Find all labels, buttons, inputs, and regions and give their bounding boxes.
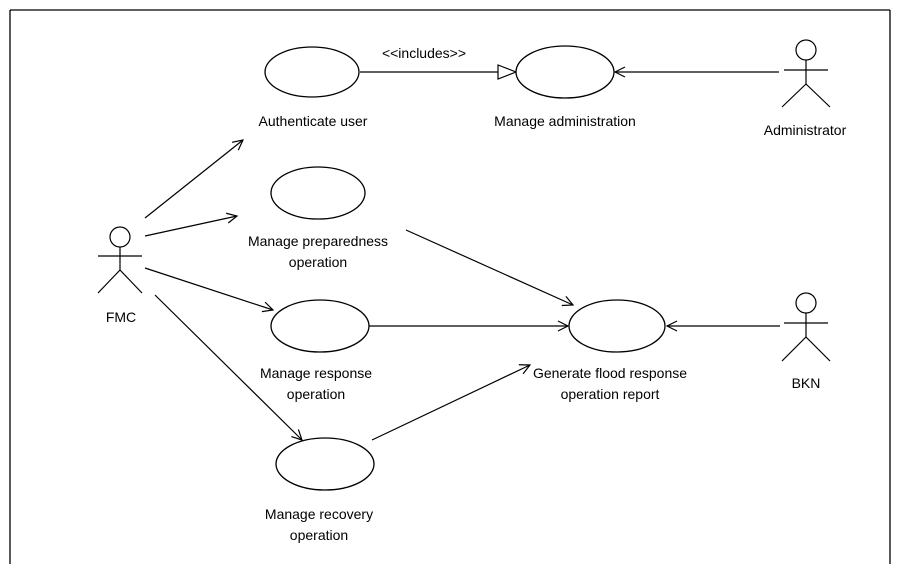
use-case-authenticate-user: [264, 46, 360, 98]
actor-fmc: [97, 226, 143, 294]
actor-administrator-label: Administrator: [764, 122, 847, 138]
use-case-manage-preparedness: [270, 166, 366, 220]
use-case-manage-preparedness-label-2: operation: [289, 254, 347, 270]
use-case-manage-recovery: [275, 437, 375, 491]
association-fmc-preparedness: [144, 216, 237, 237]
use-case-manage-response-label-2: operation: [287, 386, 345, 402]
association-fmc-response: [144, 267, 273, 310]
use-case-manage-preparedness-label-1: Manage preparedness: [248, 233, 388, 249]
use-case-manage-response: [270, 299, 370, 353]
dependency-preparedness-report: [405, 229, 573, 305]
use-case-generate-report-label-2: operation report: [561, 386, 660, 402]
use-case-manage-response-label-1: Manage response: [260, 365, 372, 381]
association-fmc-authenticate: [144, 140, 243, 219]
use-case-authenticate-user-label: Authenticate user: [259, 113, 368, 129]
includes-label: <<includes>>: [382, 45, 466, 61]
use-case-manage-administration-label: Manage administration: [494, 113, 636, 129]
actor-bkn-label: BKN: [792, 375, 821, 391]
actor-fmc-label: FMC: [106, 309, 136, 325]
association-fmc-recovery: [154, 294, 302, 440]
use-case-generate-report: [568, 299, 666, 353]
actor-bkn: [781, 292, 831, 362]
actor-administrator: [781, 39, 831, 108]
use-case-manage-recovery-label-2: operation: [290, 527, 348, 543]
use-case-generate-report-label-1: Generate flood response: [533, 365, 687, 381]
use-case-manage-administration: [515, 45, 615, 99]
dependency-recovery-report: [371, 365, 530, 441]
use-case-manage-recovery-label-1: Manage recovery: [265, 506, 373, 522]
